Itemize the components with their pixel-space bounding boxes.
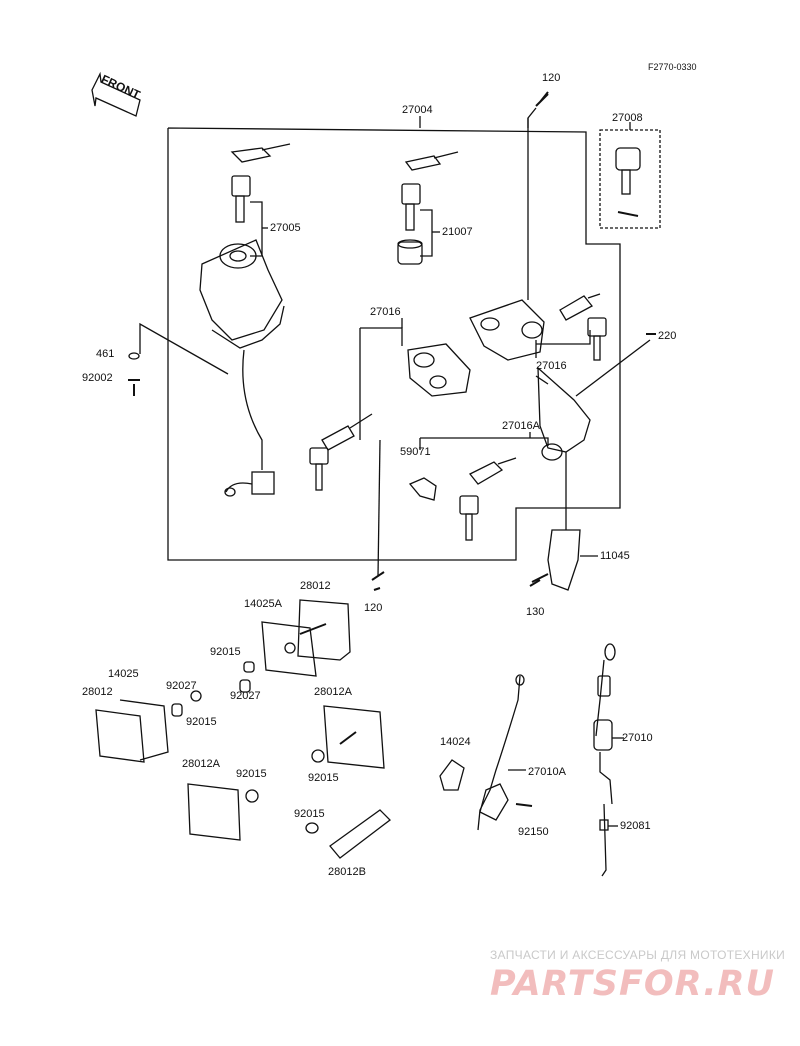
reflector-28012A-left (187, 783, 241, 841)
label-59071: 59071 (400, 446, 431, 458)
watermark-logo: PARTSFOR.RU (490, 964, 775, 1004)
label-21007: 21007 (442, 226, 473, 238)
label-27005: 27005 (270, 222, 301, 234)
watermark-tagline: ЗАПЧАСТИ И АКСЕССУАРЫ ДЛЯ МОТОТЕХНИКИ (490, 948, 786, 962)
label-92027-a: 92027 (230, 690, 261, 702)
label-27016-right: 27016 (536, 360, 567, 372)
label-130: 130 (526, 606, 545, 618)
label-92150: 92150 (518, 826, 549, 838)
label-28012A-mid: 28012A (314, 686, 352, 698)
label-11045: 11045 (600, 550, 630, 562)
label-92015-e: 92015 (294, 808, 325, 820)
lock-27016-right (469, 293, 607, 361)
label-220: 220 (658, 330, 677, 342)
bracket-11045 (547, 529, 581, 591)
label-28012B: 28012B (328, 866, 366, 878)
front-arrow-icon (91, 71, 141, 117)
reflector-28012B (329, 809, 391, 859)
label-92015-c: 92015 (308, 772, 339, 784)
label-92015-b: 92015 (186, 716, 217, 728)
label-120-top: 120 (542, 72, 561, 84)
reflector-28012-left (95, 699, 169, 763)
switch-27010 (593, 643, 616, 877)
reflector-base-14025A (261, 621, 327, 677)
label-27010A: 27010A (528, 766, 566, 778)
lock-27016-mid (309, 343, 471, 491)
kit-bracket-27004 (167, 127, 621, 561)
label-92027-b: 92027 (166, 680, 197, 692)
label-28012A-left: 28012A (182, 758, 220, 770)
label-92081: 92081 (620, 820, 651, 832)
label-461: 461 (96, 348, 115, 360)
label-27008: 27008 (612, 112, 643, 124)
label-27010: 27010 (622, 732, 653, 744)
key-set-21007 (397, 151, 459, 265)
reflector-28012-top (297, 599, 351, 661)
label-92002: 92002 (82, 372, 113, 384)
figure-code: F2770-0330 (648, 62, 697, 72)
label-28012-top: 28012 (300, 580, 331, 592)
label-120-bottom: 120 (364, 602, 383, 614)
label-28012-left: 28012 (82, 686, 113, 698)
label-92015-a: 92015 (210, 646, 241, 658)
switch-27010A (439, 674, 533, 831)
lock-27016A (459, 366, 591, 541)
clip-59071 (408, 477, 437, 501)
reflector-28012A-mid (323, 705, 385, 769)
label-27016-mid: 27016 (370, 306, 401, 318)
label-14024: 14024 (440, 736, 471, 748)
label-27016A: 27016A (502, 420, 540, 432)
label-14025: 14025 (108, 668, 139, 680)
ignition-switch-27005 (199, 143, 291, 497)
label-27004: 27004 (402, 104, 433, 116)
label-92015-d: 92015 (236, 768, 267, 780)
label-14025A: 14025A (244, 598, 282, 610)
